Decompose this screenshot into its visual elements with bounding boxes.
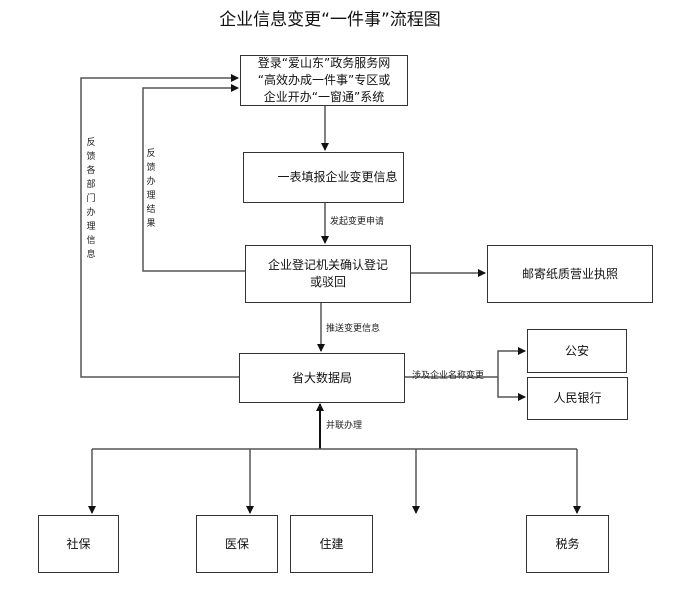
label-push-change: 推送变更信息: [326, 324, 381, 334]
node-pboc: 人民银行: [527, 377, 628, 420]
node-social-security-label: 社保: [66, 536, 91, 551]
node-big-data-label: 省大数据局: [291, 370, 352, 385]
diagram-title: 企业信息变更“一件事”流程图: [219, 10, 441, 30]
label-parallel: 并联办理: [326, 421, 363, 431]
edge-feedback-result: [142, 84, 245, 272]
node-fill-form-label: 一表填报企业变更信息: [277, 170, 398, 184]
node-housing-label: 住建: [319, 536, 344, 551]
node-pboc-label: 人民银行: [553, 391, 602, 405]
node-registration-line-2: 或驳回: [309, 275, 346, 289]
node-entry-line-3: 企业开办“一窗通”系统: [263, 90, 385, 104]
node-medical-insurance: 医保: [196, 515, 278, 573]
node-medical-label: 医保: [224, 536, 249, 551]
label-name-change: 涉及企业名称变更: [412, 371, 485, 381]
node-police: 公安: [527, 329, 627, 373]
edge-to-pboc: [497, 377, 526, 401]
node-entry-line-1: 登录“爱山东”政务服务网: [257, 56, 391, 70]
edge-to-police: [497, 347, 526, 377]
node-mail-license: 邮寄纸质营业执照: [487, 245, 653, 303]
label-feedback-result: 反馈办理结果: [146, 149, 156, 229]
node-fill-form: 一表填报企业变更信息: [243, 152, 404, 203]
label-initiate-change: 发起变更申请: [330, 217, 385, 227]
node-registration: 企业登记机关确认登记 或驳回: [245, 245, 411, 303]
node-housing: 住建: [290, 515, 373, 573]
node-police-label: 公安: [564, 343, 589, 358]
node-tax: 税务: [526, 515, 609, 573]
node-mail-license-label: 邮寄纸质营业执照: [521, 266, 618, 281]
node-registration-line-1: 企业登记机关确认登记: [267, 258, 388, 272]
node-tax-label: 税务: [555, 536, 580, 551]
edge-feedback-departments: [80, 74, 239, 378]
label-feedback-departments: 反馈各部门办理信息: [86, 138, 96, 260]
node-entry-system: 登录“爱山东”政务服务网 “高效办成一件事”专区或 企业开办“一窗通”系统: [240, 55, 408, 106]
node-entry-line-2: “高效办成一件事”专区或: [257, 73, 391, 87]
node-social-security: 社保: [38, 515, 119, 573]
node-big-data-bureau: 省大数据局: [239, 353, 405, 403]
